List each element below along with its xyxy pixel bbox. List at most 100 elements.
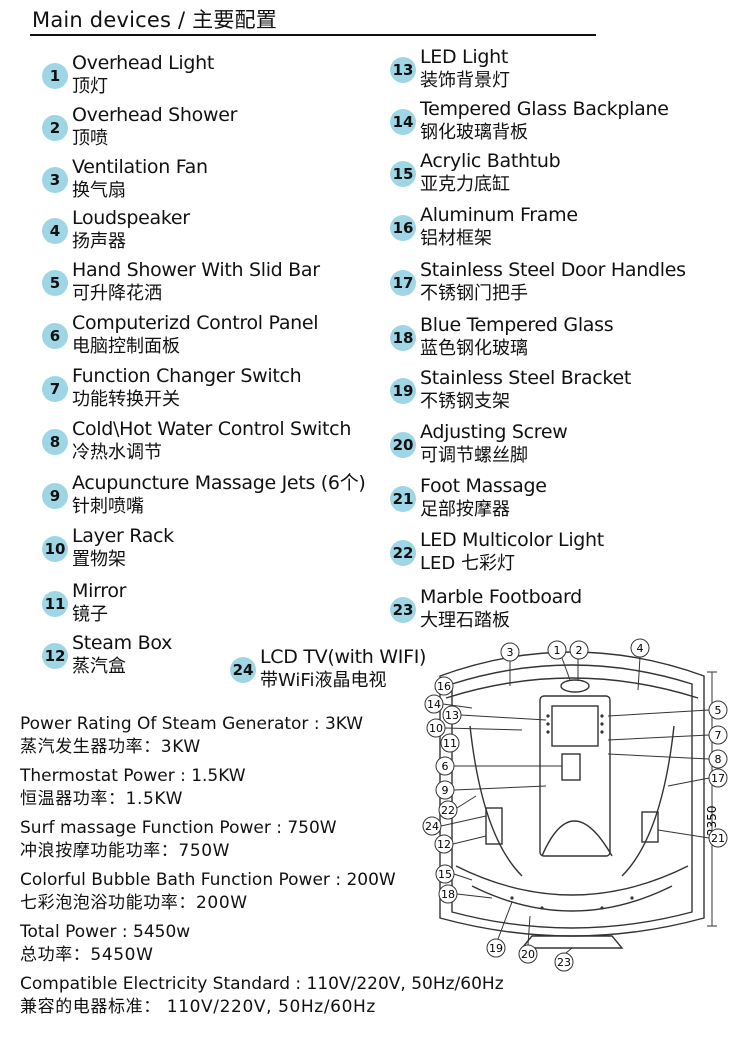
spec-electricity-standard: Compatible Electricity Standard : 110V/2…	[20, 973, 580, 1025]
number-badge: 19	[390, 378, 416, 404]
svg-text:22: 22	[441, 804, 455, 817]
device-name-en: LCD TV(with WIFI)	[260, 646, 427, 668]
callout-23: 23	[554, 947, 574, 972]
device-name-en: Adjusting Screw	[420, 421, 568, 443]
spec-bubble-bath: Colorful Bubble Bath Function Power : 20…	[20, 869, 580, 921]
device-name-cn: 足部按摩器	[420, 499, 510, 520]
svg-text:10: 10	[429, 722, 443, 735]
device-name-cn: 换气扇	[72, 180, 126, 201]
overhead-light	[560, 679, 590, 693]
callout-3: 3	[500, 642, 520, 686]
device-name-en: Aluminum Frame	[420, 204, 578, 226]
spec-thermostat: Thermostat Power : 1.5KW 恒温器功率：1.5KW	[20, 765, 580, 817]
svg-text:19: 19	[489, 942, 503, 955]
device-name-en: Layer Rack	[72, 525, 174, 547]
spec-cn: 七彩泡泡浴功能功率：200W	[20, 893, 248, 913]
number-badge: 9	[42, 483, 68, 509]
device-name-cn: 不锈钢门把手	[420, 283, 528, 304]
number-badge: 21	[390, 486, 416, 512]
number-badge: 20	[390, 432, 416, 458]
device-name-cn: 功能转换开关	[72, 389, 180, 410]
svg-text:16: 16	[437, 680, 451, 693]
callout-21: 21	[657, 828, 728, 848]
svg-text:5: 5	[715, 704, 722, 717]
number-badge: 24	[230, 657, 256, 683]
device-name-en: Stainless Steel Door Handles	[420, 259, 686, 281]
callout-8: 8	[607, 749, 728, 769]
number-badge: 5	[42, 270, 68, 296]
device-name-cn: 顶喷	[72, 128, 108, 149]
svg-text:20: 20	[521, 948, 535, 961]
svg-text:12: 12	[437, 838, 451, 851]
device-name-cn: 电脑控制面板	[72, 336, 180, 357]
spec-en: Power Rating Of Steam Generator : 3KW	[20, 714, 364, 734]
spec-cn: 蒸汽发生器功率：3KW	[20, 737, 201, 757]
callout-6: 6	[435, 756, 562, 776]
device-name-cn: 扬声器	[72, 231, 126, 252]
number-badge: 15	[390, 161, 416, 187]
device-name-en: Ventilation Fan	[72, 156, 208, 178]
svg-text:6: 6	[442, 760, 449, 773]
device-name-en: Marble Footboard	[420, 586, 582, 608]
bathtub-rim	[455, 865, 689, 896]
svg-text:13: 13	[445, 709, 459, 722]
back-panel	[539, 695, 611, 857]
number-badge: 11	[42, 591, 68, 617]
device-name-cn: 蒸汽盒	[72, 656, 126, 677]
spec-en: Compatible Electricity Standard : 110V/2…	[20, 974, 504, 994]
callout-14: 14	[424, 694, 473, 714]
svg-text:17: 17	[711, 772, 725, 785]
device-name-en: Foot Massage	[420, 475, 547, 497]
device-name-cn: 顶灯	[72, 76, 108, 97]
callout-13: 13	[442, 705, 547, 725]
device-name-en: Stainless Steel Bracket	[420, 367, 631, 389]
device-name-cn: 可调节螺丝脚	[420, 445, 528, 466]
shower-room-diagram: 2350 3 1 2 4 16 14 13 10 11 6 9 22 24 12…	[422, 638, 728, 972]
page-title: Main devices / 主要配置	[32, 8, 277, 32]
spec-cn: 冲浪按摩功能功率：750W	[20, 841, 231, 861]
spec-list: Power Rating Of Steam Generator : 3KW 蒸汽…	[20, 713, 580, 1025]
device-name-cn: 装饰背景灯	[420, 70, 510, 91]
number-badge: 8	[42, 429, 68, 455]
callout-11: 11	[440, 733, 460, 753]
number-badge: 17	[390, 270, 416, 296]
bathtub-edge	[471, 885, 673, 912]
device-name-en: Computerizd Control Panel	[72, 312, 319, 334]
device-name-cn: 铝材框架	[420, 228, 492, 249]
number-badge: 12	[42, 643, 68, 669]
spec-cn: 恒温器功率：1.5KW	[20, 789, 183, 809]
number-badge: 18	[390, 325, 416, 351]
device-name-cn: 亚克力底缸	[420, 174, 510, 195]
device-name-en: Acupuncture Massage Jets (6个)	[72, 472, 366, 494]
svg-text:8: 8	[715, 753, 722, 766]
svg-text:23: 23	[557, 956, 571, 969]
svg-text:3: 3	[507, 646, 514, 659]
device-name-cn: 大理石踏板	[420, 610, 510, 631]
device-name-en: Hand Shower With Slid Bar	[72, 259, 320, 281]
spec-steam-generator: Power Rating Of Steam Generator : 3KW 蒸汽…	[20, 713, 580, 765]
device-name-cn: LED 七彩灯	[420, 553, 515, 574]
callout-2: 2	[569, 640, 589, 680]
device-name-en: LED Multicolor Light	[420, 529, 604, 551]
left-door-curve	[469, 725, 523, 877]
device-name-en: Loudspeaker	[72, 207, 190, 229]
marble-footboard	[520, 935, 624, 949]
device-name-en: Overhead Shower	[72, 104, 238, 126]
callout-22: 22	[438, 795, 477, 820]
device-name-cn: 带WiFi液晶电视	[260, 670, 387, 691]
device-name-en: Blue Tempered Glass	[420, 314, 614, 336]
number-badge: 10	[42, 536, 68, 562]
spec-cn: 兼容的电器标准： 110V/220V, 50Hz/60Hz	[20, 997, 376, 1017]
top-frame	[445, 677, 699, 699]
svg-text:9: 9	[442, 784, 449, 797]
device-name-cn: 镜子	[72, 604, 108, 625]
seat-arch	[541, 820, 613, 857]
svg-text:11: 11	[443, 737, 457, 750]
callout-9: 9	[435, 780, 547, 800]
device-name-en: Acrylic Bathtub	[420, 150, 561, 172]
svg-text:7: 7	[715, 729, 722, 742]
number-badge: 14	[390, 109, 416, 135]
spec-cn: 总功率：5450W	[20, 945, 154, 965]
number-badge: 13	[390, 57, 416, 83]
callout-18: 18	[438, 884, 493, 904]
